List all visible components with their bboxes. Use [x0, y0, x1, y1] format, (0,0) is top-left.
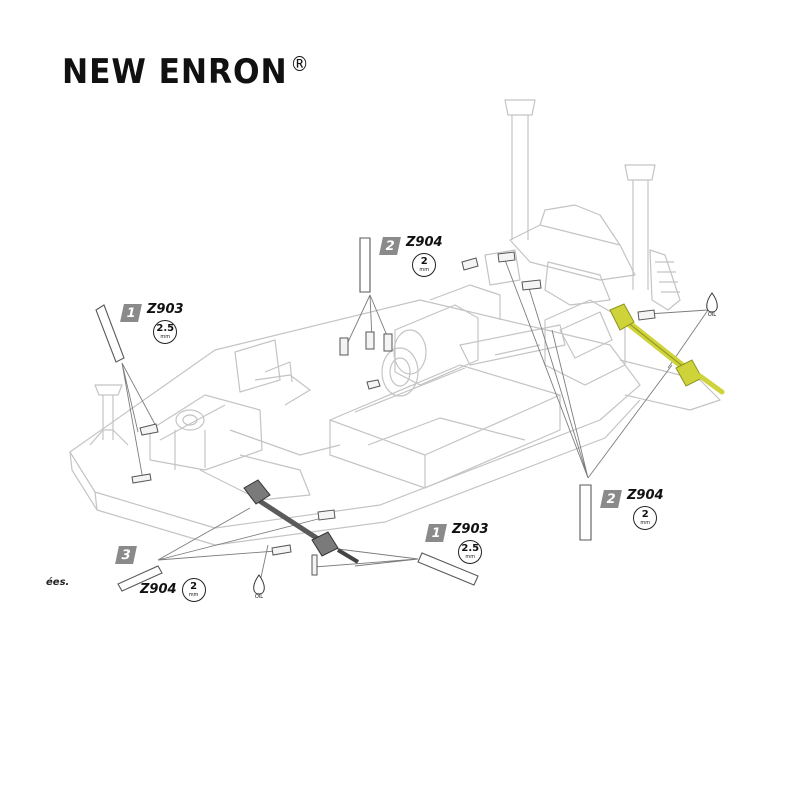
brand-name: NEW ENRON — [62, 52, 288, 92]
hex-size-icon: 2 mm — [412, 253, 437, 277]
callout-z904-front: Z904 2 mm — [140, 578, 206, 602]
hex-size: 2 — [641, 509, 649, 520]
hex-unit: mm — [640, 520, 651, 526]
part-code: Z904 — [140, 582, 177, 597]
hex-size: 2.5 — [156, 323, 175, 334]
leader-lines — [121, 259, 709, 583]
hex-size: 2.5 — [461, 543, 480, 554]
part-code: Z904 — [627, 488, 664, 503]
oil-drop-icon: OIL — [706, 292, 718, 318]
oil-drop-icon: OIL — [253, 574, 265, 600]
part-code: Z904 — [406, 235, 443, 250]
brand-logo: NEW ENRON® — [62, 52, 310, 92]
part-code: Z903 — [452, 522, 489, 537]
registered-mark: ® — [290, 52, 310, 76]
hex-unit: mm — [188, 592, 199, 598]
rear-driveshaft-highlight — [609, 303, 725, 395]
hex-unit: mm — [465, 554, 476, 560]
hex-unit: mm — [419, 267, 430, 273]
step-badge: 1 — [425, 524, 447, 542]
screws — [131, 251, 656, 576]
hex-size-icon: 2 mm — [181, 578, 206, 602]
chassis-outline — [69, 99, 721, 546]
part-code: Z903 — [147, 302, 184, 317]
callout-z903-center: 1 Z903 2.5 mm — [425, 522, 489, 564]
oil-label-rear: OIL — [708, 312, 716, 318]
oil-label-front: OIL — [255, 594, 263, 600]
callout-z904-motor: 2 Z904 2 mm — [379, 235, 443, 277]
hex-size: 2 — [420, 256, 428, 267]
front-driveshaft — [243, 479, 360, 564]
hex-size-icon: 2.5 mm — [153, 320, 178, 344]
step-badge: 1 — [120, 304, 142, 322]
callout-z903-front: 1 Z903 2.5 mm — [120, 302, 184, 344]
partial-note-text: ées. — [46, 577, 70, 588]
step-badge: 2 — [600, 490, 622, 508]
hex-size-icon: 2 mm — [633, 506, 658, 530]
callout-z904-rear: 2 Z904 2 mm — [600, 488, 664, 530]
hex-tools — [95, 237, 592, 592]
step-badge-3: 3 — [115, 546, 137, 564]
step-badge: 2 — [379, 237, 401, 255]
hex-size-icon: 2.5 mm — [458, 540, 483, 564]
hex-unit: mm — [160, 334, 171, 340]
hex-size: 2 — [190, 581, 198, 592]
